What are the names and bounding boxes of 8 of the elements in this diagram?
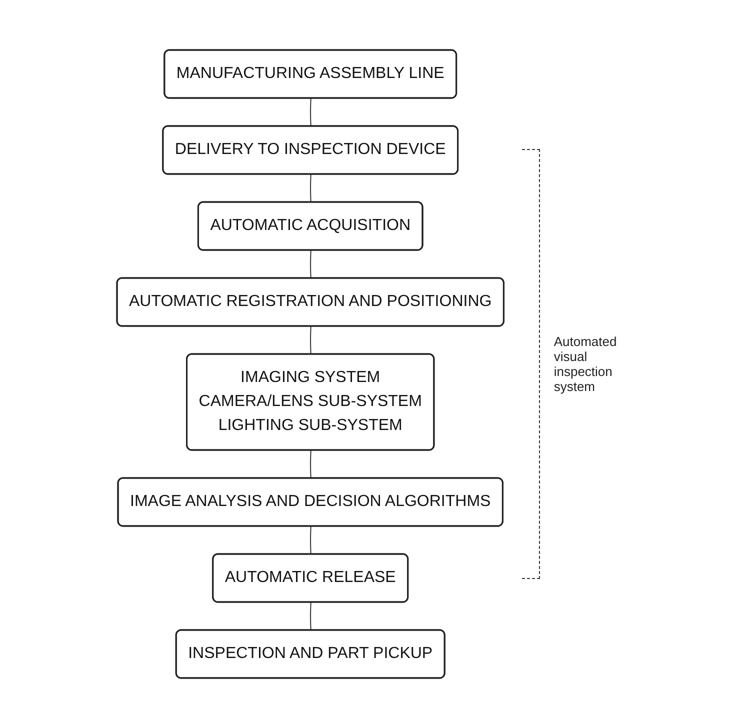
connector (310, 326, 312, 355)
connector (310, 602, 312, 631)
bracket-label: Automated visual inspection system (554, 334, 618, 394)
connector (310, 450, 312, 479)
connector (310, 174, 312, 203)
connector (310, 98, 312, 127)
connector (310, 526, 312, 555)
connector (310, 250, 312, 279)
